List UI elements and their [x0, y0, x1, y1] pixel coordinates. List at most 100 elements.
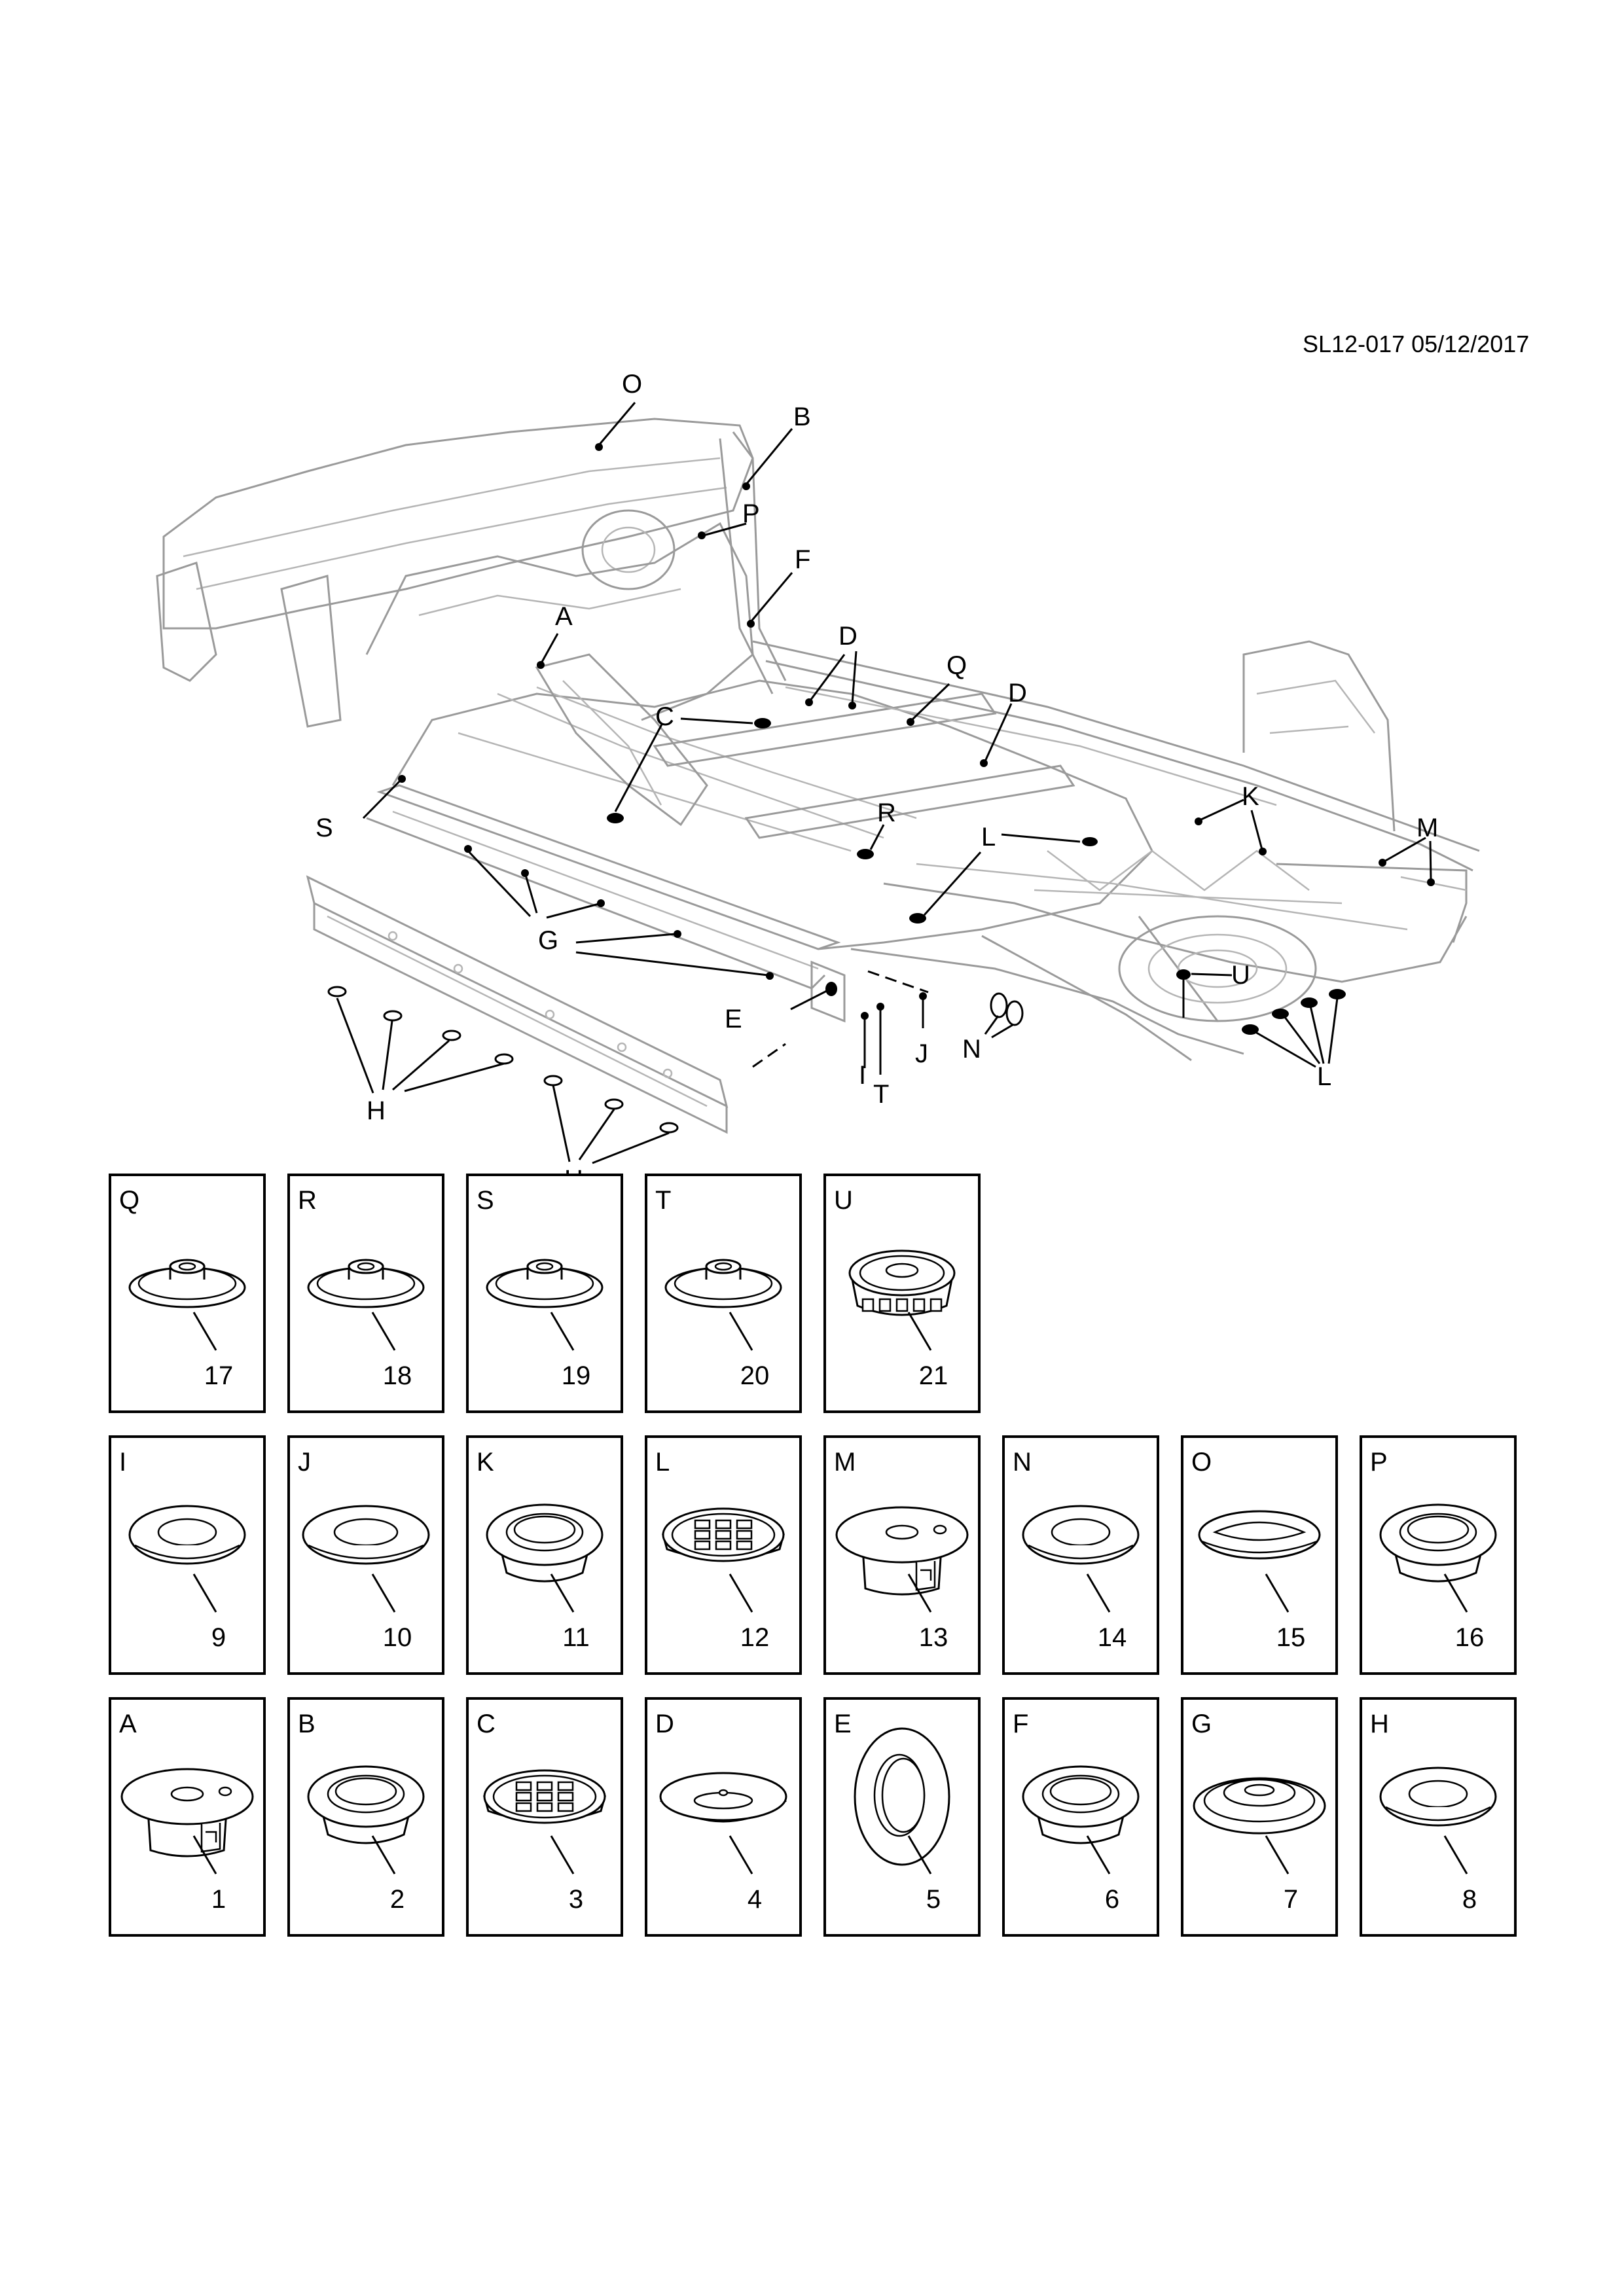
grommet-deep-ring-icon: [307, 1765, 425, 1844]
grommet-washer-icon: [854, 1727, 950, 1866]
part-number: 9: [211, 1623, 226, 1652]
grommet-clip-plug-icon: [848, 1249, 956, 1316]
part-box-o: O 15: [1181, 1435, 1338, 1675]
part-box-letter: A: [119, 1710, 137, 1738]
part-box-s: S 19: [466, 1174, 623, 1413]
callout-o: O: [622, 370, 642, 399]
part-box-letter: T: [655, 1186, 671, 1215]
leader-dots: [398, 443, 1435, 1020]
part-number: 11: [562, 1623, 590, 1652]
part-box-letter: H: [1370, 1710, 1389, 1738]
part-number: 21: [919, 1361, 948, 1390]
part-number: 16: [1455, 1623, 1485, 1652]
part-box-letter: K: [477, 1448, 494, 1477]
grommet-tab-plug-icon: [835, 1506, 969, 1596]
grommet-stepped-icon: [1193, 1777, 1326, 1835]
grommet-marker-l4: [1301, 997, 1318, 1008]
part-box-k: K 11: [466, 1435, 623, 1675]
part-number: 14: [1098, 1623, 1127, 1652]
part-number: 20: [740, 1361, 770, 1390]
part-box-q: Q 17: [109, 1174, 266, 1413]
part-box-frame: [823, 1174, 981, 1413]
part-box-b: B2: [287, 1697, 444, 1937]
part-number: 6: [1105, 1885, 1119, 1914]
part-box-letter: J: [298, 1448, 311, 1477]
grommet-flat-boss-icon: [664, 1259, 782, 1308]
part-box-letter: Q: [119, 1186, 139, 1215]
grommet-flat-boss-icon: [307, 1259, 425, 1308]
part-box-h: H8: [1360, 1697, 1517, 1937]
part-box-letter: N: [1013, 1448, 1032, 1477]
part-box-letter: F: [1013, 1710, 1028, 1738]
part-number: 19: [562, 1361, 591, 1390]
grommet-flat-boss-icon: [128, 1259, 246, 1308]
part-number: 17: [204, 1361, 234, 1390]
callout-f: F: [795, 545, 810, 574]
callout-b: B: [793, 403, 811, 431]
callout-k: K: [1242, 782, 1259, 811]
reference-code: SL12-017 05/12/2017: [1303, 331, 1530, 357]
part-box-letter: O: [1191, 1448, 1212, 1477]
part-number: 18: [383, 1361, 412, 1390]
part-box-a: A1: [109, 1697, 266, 1937]
vehicle-underbody-illustration: [156, 418, 1480, 1134]
callout-h1: H: [367, 1096, 386, 1125]
grommet-marker-l1: [1082, 837, 1098, 846]
grommet-ring-icon: [1379, 1767, 1497, 1827]
grommet-marker-l6: [1242, 1024, 1259, 1035]
callout-e: E: [725, 1005, 742, 1033]
part-box-p: P 16: [1360, 1435, 1517, 1675]
part-number: 4: [748, 1885, 762, 1914]
callout-u: U: [1231, 961, 1250, 990]
part-number: 1: [211, 1885, 226, 1914]
grommet-marker-u: [1176, 969, 1191, 980]
part-box-letter: E: [834, 1710, 852, 1738]
part-box-n: N 14: [1002, 1435, 1159, 1675]
loose-grommets-h: [327, 986, 679, 1134]
part-box-j: J10: [287, 1435, 444, 1675]
part-box-d: D4: [645, 1697, 802, 1937]
grommet-marker-c1: [754, 718, 771, 728]
grommet-ring-icon: [1022, 1505, 1140, 1565]
grommet-deep-ring-icon: [1379, 1503, 1497, 1583]
grommet-marker-l2: [909, 913, 926, 924]
part-box-t: T 20: [645, 1174, 802, 1413]
part-box-letter: P: [1370, 1448, 1388, 1477]
grommet-flat-ring-icon: [1198, 1510, 1321, 1560]
callout-j: J: [915, 1039, 928, 1068]
grommet-marker-l5: [1329, 989, 1346, 999]
grommet-marker-c2: [607, 813, 624, 823]
callout-d2: D: [1008, 679, 1027, 708]
callout-a: A: [555, 602, 573, 631]
part-box-m: M13: [823, 1435, 981, 1675]
part-number: 12: [740, 1623, 770, 1652]
callout-m: M: [1416, 814, 1438, 842]
grommet-marker-n1: [990, 992, 1008, 1018]
grommet-grid-plug-icon: [662, 1507, 785, 1562]
part-box-f: F6: [1002, 1697, 1159, 1937]
callout-t: T: [873, 1080, 889, 1109]
callout-letters: O B P F A D Q C D S R L K M G E J I T N …: [316, 370, 1438, 1194]
part-box-letter: S: [477, 1186, 494, 1215]
part-number: 8: [1462, 1885, 1477, 1914]
part-number: 5: [926, 1885, 941, 1914]
callout-c: C: [655, 702, 674, 731]
part-box-c: C3: [466, 1697, 623, 1937]
part-box-r: R18: [287, 1174, 444, 1413]
part-number: 13: [919, 1623, 948, 1652]
grommet-deep-ring-icon: [486, 1503, 604, 1583]
callout-s: S: [316, 814, 333, 842]
grommet-ring-wide-icon: [302, 1505, 430, 1565]
part-box-l: L12: [645, 1435, 802, 1675]
grommet-marker-n2: [1005, 1000, 1024, 1026]
grommet-marker-l3: [1272, 1009, 1289, 1019]
part-box-i: I9: [109, 1435, 266, 1675]
callout-n: N: [962, 1035, 981, 1064]
callout-d1: D: [839, 622, 857, 651]
part-number: 15: [1276, 1623, 1306, 1652]
grommet-marker-e: [825, 982, 837, 996]
part-box-letter: I: [119, 1448, 126, 1477]
grommet-grid-plug-icon: [483, 1769, 606, 1824]
callout-l1: L: [981, 823, 996, 852]
